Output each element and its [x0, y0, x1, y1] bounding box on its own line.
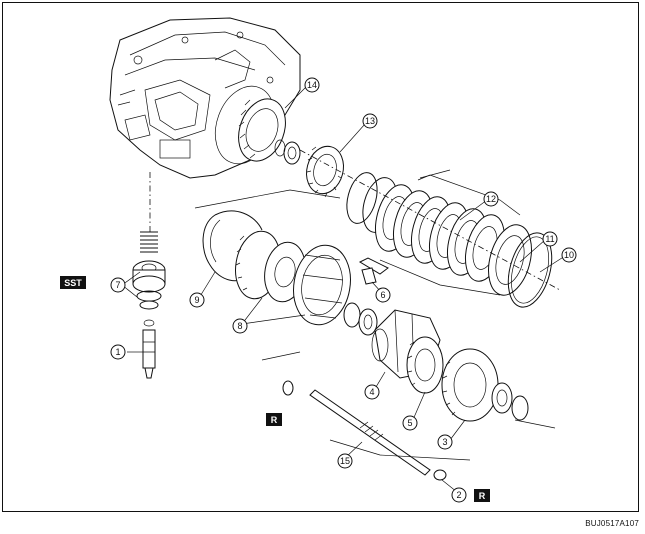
svg-text:6: 6 — [380, 290, 385, 300]
part-11-plate — [488, 224, 532, 296]
callout-13: 13 — [362, 113, 378, 129]
callout-4: 4 — [364, 384, 380, 400]
callout-15: 15 — [337, 453, 353, 469]
tag-r-left: R — [266, 413, 282, 426]
svg-text:2: 2 — [456, 490, 461, 500]
svg-text:14: 14 — [307, 80, 317, 90]
part-1-stem — [142, 319, 156, 379]
svg-text:10: 10 — [564, 250, 574, 260]
svg-text:12: 12 — [486, 194, 496, 204]
svg-text:1: 1 — [115, 347, 120, 357]
callout-9: 9 — [189, 292, 205, 308]
callout-6: 6 — [375, 287, 391, 303]
part-8-drum-assembly — [235, 230, 351, 326]
callout-5: 5 — [402, 415, 418, 431]
svg-text:R: R — [271, 415, 278, 425]
callout-3: 3 — [437, 434, 453, 450]
callout-10: 10 — [561, 247, 577, 263]
callout-8: 8 — [232, 318, 248, 334]
svg-text:8: 8 — [237, 321, 242, 331]
svg-text:13: 13 — [365, 116, 375, 126]
svg-text:7: 7 — [115, 280, 120, 290]
part-5-hub — [406, 336, 444, 394]
svg-text:3: 3 — [442, 437, 447, 447]
svg-text:SST: SST — [64, 278, 82, 288]
figure-code: BUJ0517A107 — [585, 519, 639, 528]
callout-7: 7 — [110, 277, 126, 293]
part-14-drum — [238, 98, 301, 165]
part-6-pin — [358, 257, 389, 285]
diagram-frame — [2, 2, 639, 512]
part-10-snap-ring — [507, 232, 553, 308]
svg-text:5: 5 — [407, 418, 412, 428]
callout-1: 1 — [110, 344, 126, 360]
svg-text:15: 15 — [340, 456, 350, 466]
part-3-planetary — [441, 348, 529, 422]
callout-12: 12 — [483, 191, 499, 207]
svg-text:11: 11 — [545, 234, 554, 244]
svg-text:4: 4 — [369, 387, 374, 397]
callout-2: 2 — [451, 487, 467, 503]
svg-text:9: 9 — [194, 295, 199, 305]
callout-11: 11 — [542, 231, 558, 247]
part-15-shaft — [309, 389, 447, 481]
part-7-accumulator — [132, 231, 166, 310]
callout-14: 14 — [304, 77, 320, 93]
tag-r-right: R — [474, 489, 490, 502]
tag-sst: SST — [60, 276, 86, 289]
svg-text:R: R — [479, 491, 486, 501]
